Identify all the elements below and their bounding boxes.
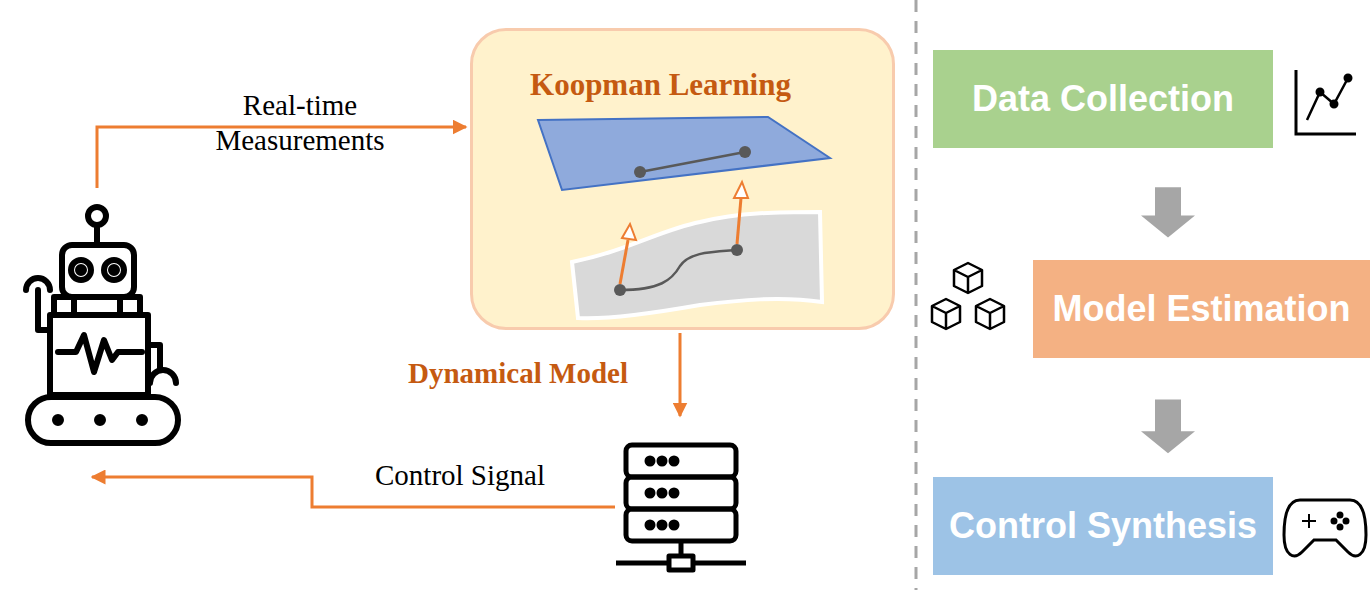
signal-label: Real-time Measurements — [180, 88, 420, 158]
signal-label: Control Signal — [340, 458, 580, 493]
cubes-icon — [932, 263, 1004, 329]
robot-icon — [26, 207, 178, 443]
flow-arrow — [1141, 187, 1195, 237]
server-icon — [616, 445, 746, 570]
box-text: Model Estimation — [1052, 288, 1350, 330]
flow-arrow — [1141, 400, 1195, 454]
koopman-plane — [538, 117, 830, 190]
divider — [915, 0, 918, 590]
process-box: Control Synthesis — [933, 477, 1273, 575]
manifold — [572, 212, 822, 318]
box-text: Data Collection — [972, 78, 1234, 120]
process-box: Model Estimation — [1033, 260, 1370, 358]
box-text: Control Synthesis — [949, 505, 1257, 547]
gamepad-icon — [1284, 500, 1366, 556]
arrow-shape — [1141, 400, 1195, 454]
signal-label: Dynamical Model — [368, 356, 668, 391]
box-text: Koopman Learning — [473, 67, 848, 103]
arrow-shape — [1141, 187, 1195, 237]
manifold-path — [620, 250, 737, 290]
chart-icon — [1296, 70, 1356, 134]
model-arrow — [679, 333, 682, 416]
koopman-box: Koopman Learning — [470, 28, 895, 330]
process-box: Data Collection — [933, 50, 1273, 148]
